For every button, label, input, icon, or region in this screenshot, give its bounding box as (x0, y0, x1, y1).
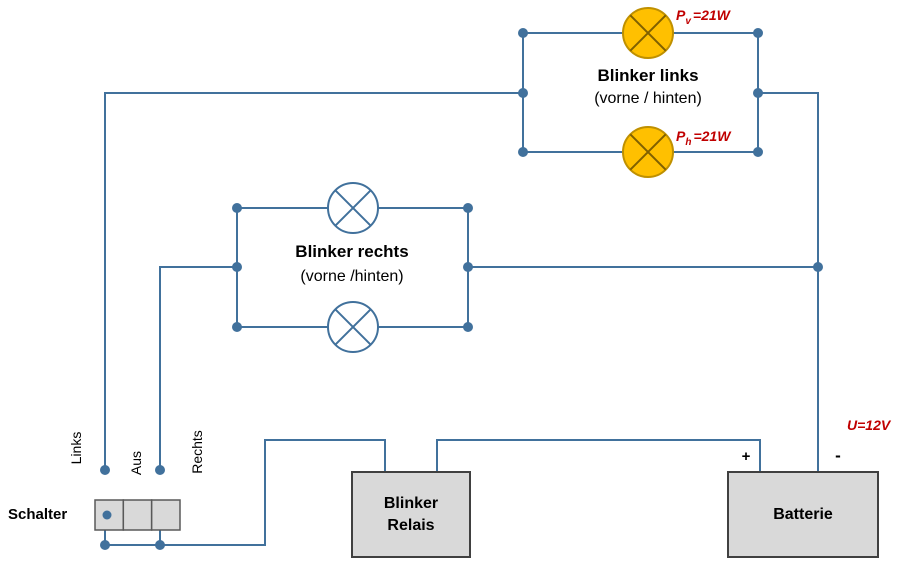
blinker-rechts-title: Blinker rechts (295, 242, 409, 261)
battery-plus-terminal-label: + (741, 448, 751, 465)
switch-position-indicator-dot (102, 510, 112, 520)
switch-position-links-label: Links (68, 431, 84, 465)
wire-minus-bus (758, 92, 819, 472)
power-front-symbol: P (676, 7, 686, 23)
relay-label-line1: Blinker (383, 494, 439, 512)
relay-label-line2: Relais (387, 516, 435, 534)
junction-dot (518, 147, 528, 157)
junction-dot (232, 322, 242, 332)
junction-dot (753, 28, 763, 38)
power-front-label: Pv=21W (676, 7, 730, 27)
junction-dot (463, 262, 473, 272)
junction-dot (518, 88, 528, 98)
switch-contact-rechts-dot (155, 465, 165, 475)
battery-voltage-label: U=12V (847, 417, 891, 433)
junction-dot (753, 147, 763, 157)
schalter-label: Schalter (8, 506, 68, 523)
junction-dot (813, 262, 823, 272)
wires (104, 32, 819, 546)
lamp-rear-right-icon (327, 301, 379, 353)
wire-switch-stubs (104, 530, 161, 545)
junction-dot (232, 262, 242, 272)
wire-switch-to-relay (105, 439, 386, 546)
battery-label: Batterie (728, 472, 878, 557)
switch-common-dot (155, 540, 165, 550)
wire-relay-to-battery (436, 439, 761, 472)
lamp-front-right-icon (327, 182, 379, 234)
blinker-rechts-lamps (327, 182, 379, 353)
junction-dot (463, 203, 473, 213)
power-rear-label: Ph=21W (676, 128, 730, 148)
switch-position-aus-label: Aus (128, 450, 144, 476)
junction-dots (100, 28, 823, 550)
power-rear-subscript: h (685, 136, 692, 148)
blinker-links-title: Blinker links (597, 66, 699, 85)
power-front-subscript: v (685, 15, 691, 27)
wire-rechts-feed (159, 266, 237, 470)
relay-label: Blinker Relais (352, 472, 470, 557)
lamp-rear-left-icon (622, 126, 674, 178)
switch-position-rechts-label: Rechts (189, 430, 205, 474)
power-rear-value: =21W (693, 128, 731, 144)
power-front-value: =21W (692, 7, 730, 23)
switch-symbol (94, 499, 181, 531)
junction-dot (232, 203, 242, 213)
wire-links-feed (104, 92, 523, 470)
switch-common-dot (100, 540, 110, 550)
battery-box (727, 471, 879, 558)
junction-dot (518, 28, 528, 38)
lamp-front-left-icon (622, 7, 674, 59)
switch-cell-rechts (150, 499, 181, 531)
switch-contact-links-dot (100, 465, 110, 475)
power-rear-symbol: P (676, 128, 686, 144)
junction-dot (463, 322, 473, 332)
blinker-links-lamps (622, 7, 674, 178)
junction-dot (753, 88, 763, 98)
switch-cell-aus (122, 499, 153, 531)
battery-label-text: Batterie (773, 505, 833, 523)
battery-minus-terminal-label: - (835, 446, 841, 465)
blinker-rechts-subtitle: (vorne /hinten) (300, 268, 404, 285)
blinker-links-subtitle: (vorne / hinten) (594, 90, 702, 107)
relay-box (351, 471, 471, 558)
